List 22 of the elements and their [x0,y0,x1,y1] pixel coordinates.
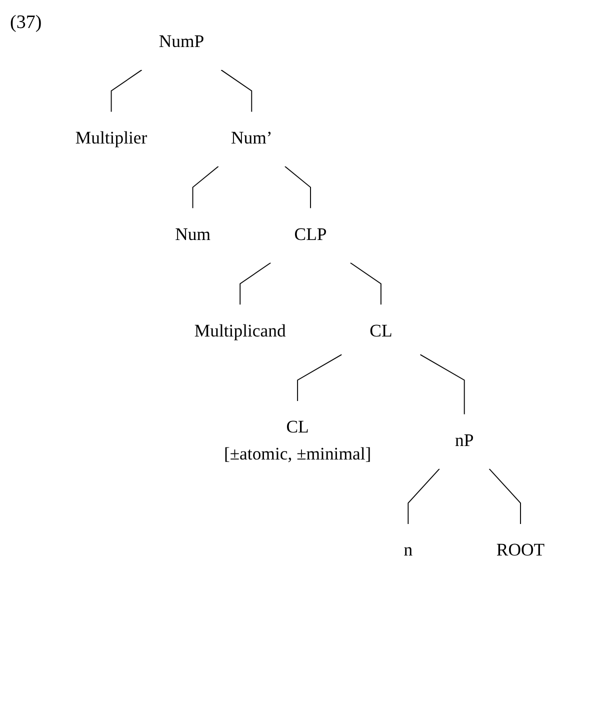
node-text: CLP [294,225,327,245]
connector [240,262,272,306]
node-text: CL [±atomic, ±minimal] [224,418,372,464]
connector [284,166,311,209]
connector [350,262,382,306]
connector [408,468,440,524]
node-text: NumP [158,32,204,52]
connector [110,69,142,112]
connector [220,69,252,112]
connector [420,354,465,415]
node-text: CL [370,321,392,341]
node-text: ROOT [496,540,545,560]
node-text: Multiplier [75,128,148,148]
node-text: n [404,540,413,560]
connector [488,468,521,524]
connector [192,166,219,209]
node-text: nP [454,431,474,451]
connector [297,354,342,402]
node-text: Num’ [231,128,272,148]
node-text: Multiplicand [194,321,286,341]
node-text: Num [175,225,210,245]
example-number: (37) [10,12,42,34]
